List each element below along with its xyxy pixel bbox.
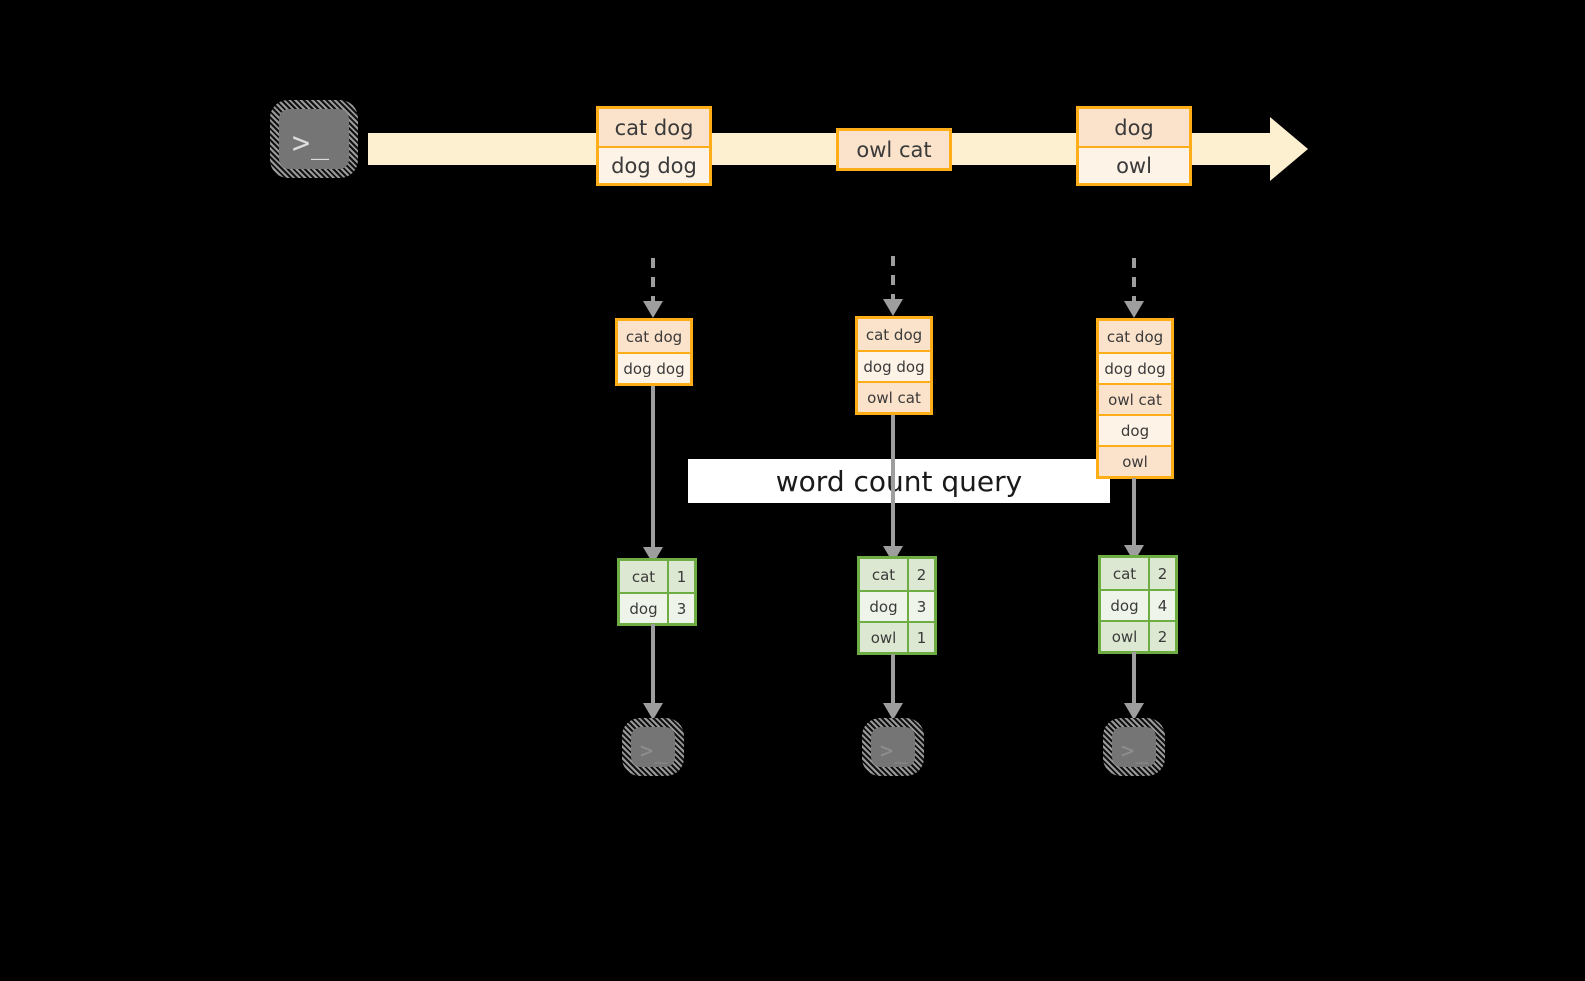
arrow-shaft <box>1132 258 1136 302</box>
arrow-head <box>883 703 903 720</box>
arrow-head <box>1124 301 1144 318</box>
stream-record-line: dog dog <box>599 146 709 183</box>
arrow-head <box>883 299 903 316</box>
result-count: 1 <box>907 623 934 652</box>
terminal-body <box>631 727 675 767</box>
snapshot-2-result-table: cat 2 dog 3 owl 1 <box>857 556 937 655</box>
arrow-shaft <box>651 258 655 302</box>
source-terminal: >_ <box>270 100 358 178</box>
arrow-shaft <box>651 624 655 704</box>
snapshot-3-sink-terminal: >_ <box>1103 718 1165 776</box>
arrow-shaft <box>1132 478 1136 546</box>
input-row: cat dog <box>618 321 690 352</box>
input-row: owl <box>1099 445 1171 476</box>
input-row: dog dog <box>858 350 930 381</box>
event-stream-arrowhead <box>1270 117 1308 181</box>
snapshot-1-sink-terminal: >_ <box>622 718 684 776</box>
arrow-head <box>643 301 663 318</box>
terminal-body <box>871 727 915 767</box>
result-count: 4 <box>1148 591 1175 620</box>
input-row: owl cat <box>1099 383 1171 414</box>
arrow-head <box>1124 703 1144 720</box>
arrow-head <box>643 703 663 720</box>
result-count: 2 <box>1148 622 1175 651</box>
input-row: cat dog <box>1099 321 1171 352</box>
snapshot-1-input-table: cat dog dog dog <box>615 318 693 386</box>
result-row: owl 1 <box>860 621 934 652</box>
stream-record-2: owl cat <box>836 128 952 171</box>
result-word: cat <box>620 561 667 592</box>
stream-record-line: cat dog <box>599 109 709 146</box>
result-row: cat 2 <box>860 559 934 590</box>
result-word: dog <box>1101 591 1148 620</box>
input-row: dog dog <box>1099 352 1171 383</box>
snapshot-2-sink-terminal: >_ <box>862 718 924 776</box>
terminal-prompt-icon: >_ <box>1121 739 1150 764</box>
stream-record-line: dog <box>1079 109 1189 146</box>
terminal-prompt-icon: >_ <box>880 739 909 764</box>
terminal-body <box>1112 727 1156 767</box>
arrow-shaft <box>1132 652 1136 704</box>
result-count: 1 <box>667 561 694 592</box>
query-label: word count query <box>688 459 1110 503</box>
arrow-shaft <box>891 256 895 300</box>
result-row: cat 2 <box>1101 558 1175 589</box>
stream-record-line: owl <box>1079 146 1189 183</box>
input-row: dog dog <box>618 352 690 383</box>
terminal-prompt-icon: >_ <box>640 739 669 764</box>
snapshot-3-result-table: cat 2 dog 4 owl 2 <box>1098 555 1178 654</box>
result-row: owl 2 <box>1101 620 1175 651</box>
result-word: dog <box>860 592 907 621</box>
arrow-shaft <box>651 386 655 548</box>
input-row: cat dog <box>858 319 930 350</box>
stream-record-1: cat dog dog dog <box>596 106 712 186</box>
result-row: dog 4 <box>1101 589 1175 620</box>
arrow-shaft <box>891 415 895 547</box>
result-word: owl <box>1101 622 1148 651</box>
result-count: 2 <box>1148 558 1175 589</box>
result-row: dog 3 <box>620 592 694 623</box>
result-row: cat 1 <box>620 561 694 592</box>
snapshot-2-input-table: cat dog dog dog owl cat <box>855 316 933 415</box>
snapshot-1-result-table: cat 1 dog 3 <box>617 558 697 626</box>
result-word: cat <box>860 559 907 590</box>
result-word: cat <box>1101 558 1148 589</box>
snapshot-3-input-table: cat dog dog dog owl cat dog owl <box>1096 318 1174 479</box>
result-count: 2 <box>907 559 934 590</box>
stream-record-3: dog owl <box>1076 106 1192 186</box>
input-row: owl cat <box>858 381 930 412</box>
result-count: 3 <box>667 594 694 623</box>
result-word: owl <box>860 623 907 652</box>
terminal-prompt-icon: >_ <box>292 126 331 161</box>
input-row: dog <box>1099 414 1171 445</box>
stream-record-line: owl cat <box>839 131 949 168</box>
terminal-body <box>279 109 349 169</box>
arrow-shaft <box>891 654 895 704</box>
result-word: dog <box>620 594 667 623</box>
result-row: dog 3 <box>860 590 934 621</box>
result-count: 3 <box>907 592 934 621</box>
